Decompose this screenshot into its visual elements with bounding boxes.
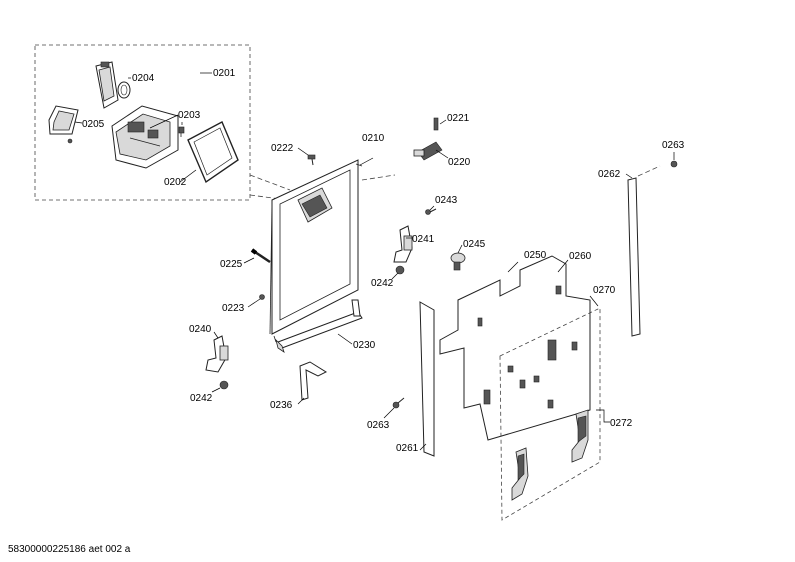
label-0223: 0223	[222, 303, 245, 314]
label-0261: 0261	[396, 443, 419, 454]
label-0250: 0250	[524, 250, 547, 261]
detail-inset	[34, 44, 291, 201]
part-0272-clip-left[interactable]	[511, 447, 529, 501]
part-0202-gasket[interactable]	[187, 121, 239, 184]
label-0230: 0230	[353, 340, 376, 351]
part-0204-dispenser-panel[interactable]	[95, 61, 119, 109]
part-0272-clip-right[interactable]	[571, 409, 589, 463]
label-0243: 0243	[435, 195, 458, 206]
part-0220-latch[interactable]	[413, 141, 443, 161]
label-0242-lower: 0242	[190, 393, 213, 404]
label-0203: 0203	[178, 110, 201, 121]
label-0222: 0222	[271, 143, 294, 154]
footer-code: 58300000225186 aet 002 a	[8, 544, 131, 555]
inset-connector-upper	[249, 174, 291, 191]
part-0225-screw[interactable]	[250, 248, 271, 264]
part-0203-screw[interactable]	[178, 126, 185, 137]
part-0245-knob[interactable]	[450, 252, 466, 271]
part-0210-inner-door[interactable]	[269, 159, 363, 335]
part-0221-pin[interactable]	[433, 117, 439, 131]
part-0263-screw-upper[interactable]	[670, 160, 678, 168]
label-0270: 0270	[593, 285, 616, 296]
label-0210: 0210	[362, 133, 385, 144]
label-0221: 0221	[447, 113, 470, 124]
label-0263-lower: 0263	[367, 420, 390, 431]
dash-door-right	[361, 174, 396, 181]
part-0263-screw-lower[interactable]	[392, 397, 405, 409]
part-0250-back-panel[interactable]	[439, 255, 591, 441]
label-0272: 0272	[610, 418, 633, 429]
label-0220: 0220	[448, 157, 471, 168]
part-0223-screw[interactable]	[259, 294, 265, 300]
label-0225: 0225	[220, 259, 243, 270]
detail-inset-border	[34, 44, 251, 201]
part-0241-hinge[interactable]	[393, 225, 413, 263]
label-0241: 0241	[412, 234, 435, 245]
label-0205: 0205	[82, 119, 105, 130]
part-0242-nut-lower[interactable]	[219, 380, 229, 390]
label-0202: 0202	[164, 177, 187, 188]
group-0270	[499, 307, 601, 521]
label-0201: 0201	[213, 68, 236, 79]
part-labels: 0204 0201 0203 0205 0202 0222 0210 0221 …	[82, 68, 685, 454]
dash-0262	[637, 165, 661, 177]
label-0242-upper: 0242	[371, 278, 394, 289]
part-0236-bracket[interactable]	[299, 361, 328, 401]
label-0260: 0260	[569, 251, 592, 262]
part-0262-side-strip[interactable]	[627, 177, 641, 337]
part-0240-hinge[interactable]	[205, 335, 229, 373]
part-0242-nut-upper[interactable]	[395, 265, 405, 275]
label-0245: 0245	[463, 239, 486, 250]
label-0236: 0236	[270, 400, 293, 411]
part-0243-screw[interactable]	[425, 208, 437, 215]
label-0204: 0204	[132, 73, 155, 84]
label-0262: 0262	[598, 169, 621, 180]
part-0230-bottom-rail[interactable]	[273, 299, 363, 353]
part-0261-side-strip[interactable]	[419, 301, 435, 457]
label-0240: 0240	[189, 324, 212, 335]
part-0205-cover[interactable]	[48, 105, 79, 144]
label-0263-upper: 0263	[662, 140, 685, 151]
part-0201-dispenser-body[interactable]	[111, 105, 179, 169]
part-0222-screw[interactable]	[307, 154, 316, 166]
inset-connector-lower	[249, 194, 289, 201]
